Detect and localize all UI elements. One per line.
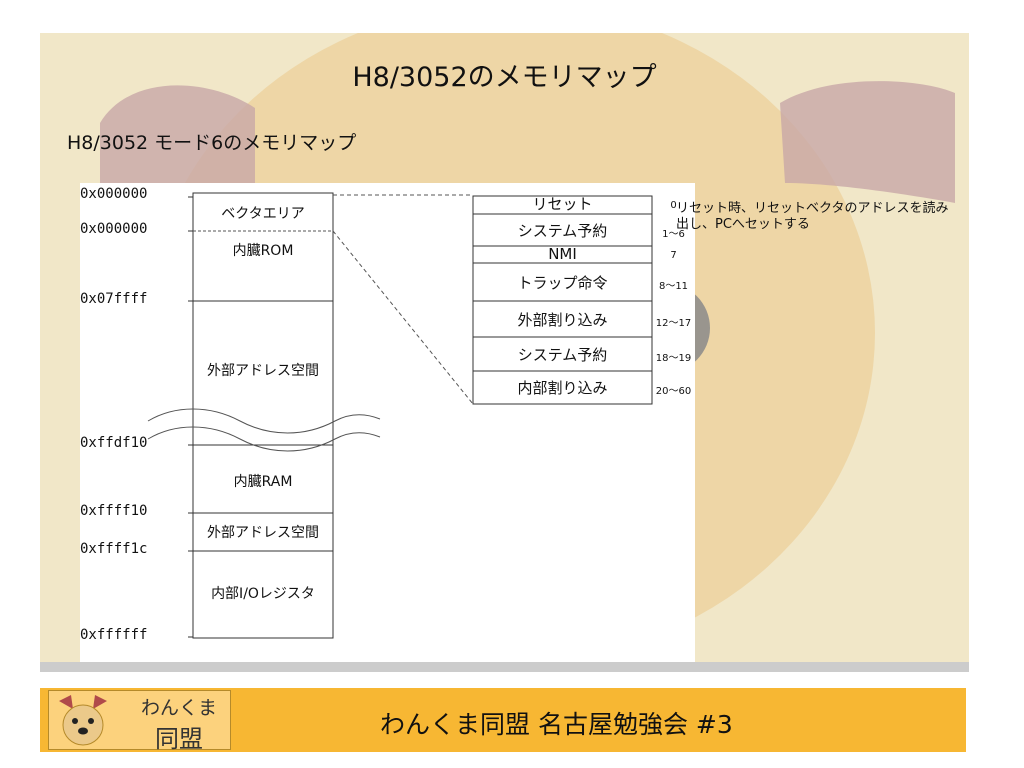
address-label: 0x000000 — [80, 186, 148, 202]
slide-title: H8/3052のメモリマップ — [352, 62, 657, 93]
block-external-space: 外部アドレス空間 — [207, 363, 319, 379]
omission-wave — [147, 426, 381, 452]
bear-face-icon — [59, 695, 107, 746]
wankuma-logo: わんくま 同盟 — [48, 690, 231, 753]
vector-row-system-reserved-2: システム予約 — [517, 346, 608, 364]
block-vector-area: ベクタエリア — [221, 206, 305, 222]
address-label: 0xffff1c — [80, 541, 148, 557]
reset-note: リセット時、リセットベクタのアドレスを読み出し、PCへセットする — [676, 201, 949, 232]
vector-num: 12〜17 — [655, 318, 692, 329]
vector-table-frame — [472, 195, 653, 405]
vector-row-external-interrupt: 外部割り込み — [517, 311, 608, 329]
omission-wave — [147, 408, 381, 434]
vector-num: 20〜60 — [655, 386, 692, 397]
vector-row-internal-interrupt: 内部割り込み — [517, 379, 608, 397]
vector-row-system-reserved: システム予約 — [517, 222, 608, 240]
address-label: 0xffffff — [80, 627, 148, 643]
vector-num: 1〜6 — [662, 229, 685, 240]
block-external-space-2: 外部アドレス空間 — [207, 525, 319, 541]
logo-text-doumei: 同盟 — [155, 725, 203, 753]
logo-text-wankuma: わんくま — [141, 697, 218, 719]
vector-row-reset: リセット — [532, 195, 593, 213]
address-label: 0xffdf10 — [80, 435, 148, 451]
memory-map-diagram: ベクタエリア 内臓ROM 外部アドレス空間 内臓RAM 外部アドレス空間 内部I… — [80, 183, 695, 670]
slide-shadow — [40, 662, 969, 672]
vector-num: 7 — [670, 250, 677, 261]
block-internal-rom: 内臓ROM — [232, 243, 294, 259]
vector-row-trap: トラップ命令 — [517, 274, 608, 292]
address-label: 0x07ffff — [80, 291, 148, 307]
memory-column — [192, 192, 334, 639]
address-label: 0x000000 — [80, 221, 148, 237]
vector-row-nmi: NMI — [548, 245, 577, 263]
footer-event-title: わんくま同盟 名古屋勉強会 #3 — [380, 710, 733, 739]
vector-num: 8〜11 — [658, 281, 689, 292]
block-internal-ram: 内臓RAM — [233, 474, 293, 490]
connector-diagonal — [332, 230, 474, 405]
address-label: 0xffff10 — [80, 503, 148, 519]
slide-subtitle: H8/3052 モード6のメモリマップ — [67, 132, 357, 154]
memory-map-lines — [147, 192, 653, 639]
block-internal-io-registers: 内部I/Oレジスタ — [211, 586, 315, 602]
vector-num: 18〜19 — [655, 353, 692, 364]
slide: H8/3052のメモリマップ H8/3052 モード6のメモリマップ — [40, 33, 969, 670]
vector-num: 0 — [670, 200, 677, 211]
